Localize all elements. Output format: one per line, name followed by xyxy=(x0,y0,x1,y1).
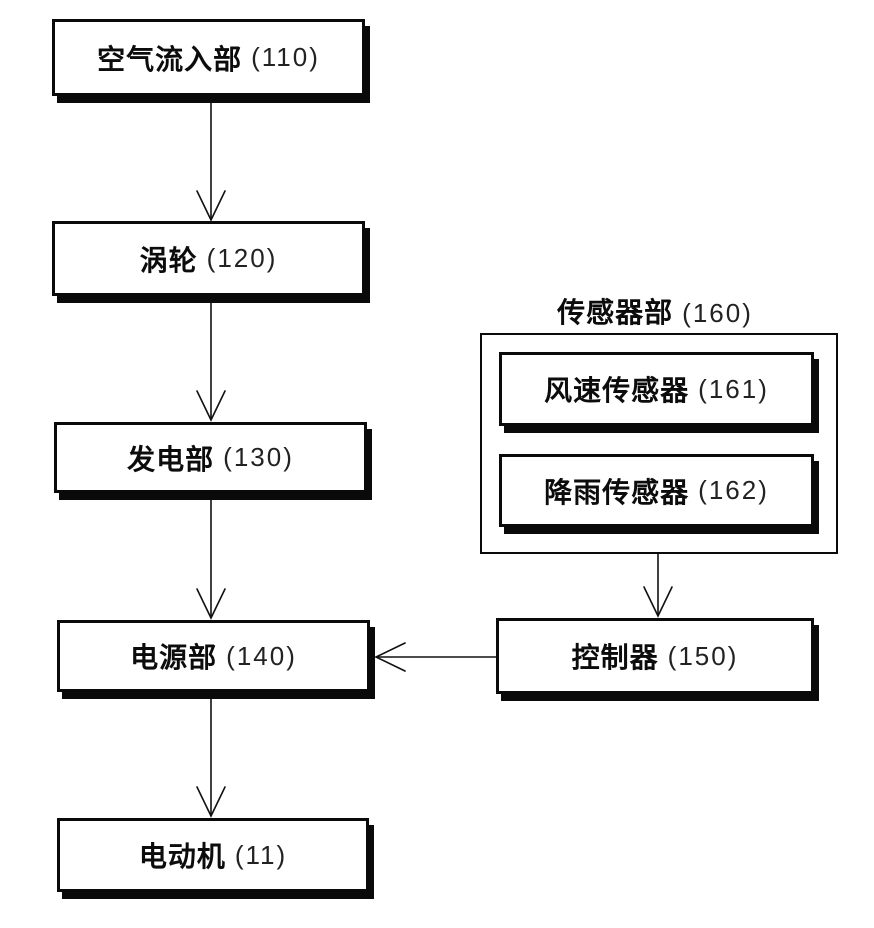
arrow-sensor-group-to-controller xyxy=(643,553,673,618)
arrow-air-inlet-to-turbine xyxy=(196,95,226,222)
sensor-group-title: 传感器部 (160) xyxy=(496,291,814,328)
node-controller-label: 控制器 xyxy=(571,642,659,673)
node-power-supply-label: 电源部 xyxy=(130,642,218,673)
node-power-supply: 电源部 (140) xyxy=(57,620,370,692)
arrow-generator-to-power xyxy=(196,492,226,620)
node-generator-ref: (130) xyxy=(223,442,294,472)
sensor-group-title-label: 传感器部 xyxy=(557,297,674,328)
node-air-inlet: 空气流入部 (110) xyxy=(52,19,365,96)
arrow-controller-to-power xyxy=(374,642,497,672)
node-wind-sensor-ref: (161) xyxy=(698,373,769,404)
node-rain-sensor-label: 降雨传感器 xyxy=(544,476,690,508)
arrow-turbine-to-generator xyxy=(196,295,226,422)
node-turbine-label: 涡轮 xyxy=(139,244,198,276)
arrow-power-to-motor xyxy=(196,691,226,818)
node-turbine-ref: (120) xyxy=(206,243,278,273)
node-generator-label: 发电部 xyxy=(127,443,215,475)
node-motor-label: 电动机 xyxy=(138,841,226,872)
node-generator: 发电部 (130) xyxy=(54,422,367,493)
node-controller: 控制器 (150) xyxy=(496,618,814,694)
node-controller-ref: (150) xyxy=(667,640,739,671)
sensor-group-title-ref: (160) xyxy=(682,298,753,328)
node-wind-sensor: 风速传感器 (161) xyxy=(499,352,814,426)
node-motor: 电动机 (11) xyxy=(57,818,369,892)
node-motor-ref: (11) xyxy=(234,839,288,870)
node-air-inlet-label: 空气流入部 xyxy=(97,43,243,75)
node-turbine: 涡轮 (120) xyxy=(52,221,365,296)
node-rain-sensor: 降雨传感器 (162) xyxy=(499,454,814,527)
node-power-supply-ref: (140) xyxy=(226,640,297,671)
node-rain-sensor-ref: (162) xyxy=(698,475,769,505)
node-air-inlet-ref: (110) xyxy=(251,42,320,72)
node-wind-sensor-label: 风速传感器 xyxy=(544,375,690,406)
